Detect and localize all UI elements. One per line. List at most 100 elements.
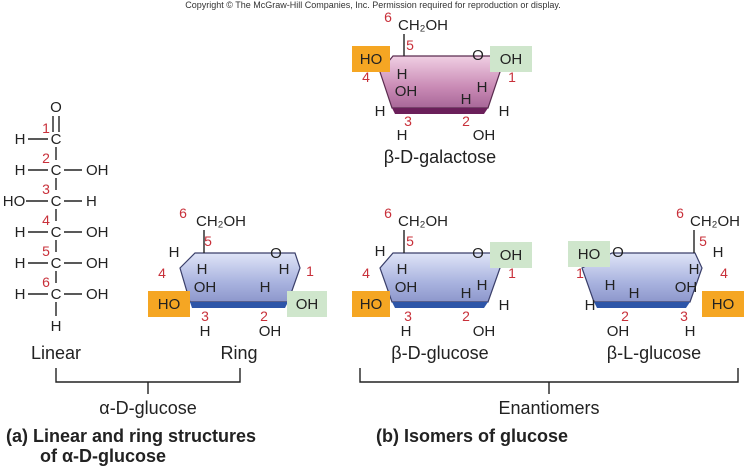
linear-left-3: HO <box>3 193 26 210</box>
svg-text:H: H <box>375 103 386 120</box>
svg-text:4: 4 <box>362 69 370 85</box>
linear-carbon-6: C <box>51 286 62 303</box>
svg-text:H: H <box>461 285 472 302</box>
linear-right-2: OH <box>86 162 109 179</box>
beta-l-glucose-ring: 6 CH₂OH 5 HO O H 1 4 H H OH H HO H 2 3 O… <box>568 205 744 340</box>
linear-left-2: H <box>15 162 26 179</box>
linear-h-1: H <box>15 131 26 148</box>
svg-text:H: H <box>689 261 700 278</box>
svg-text:3: 3 <box>404 308 412 324</box>
galactose-name: β-D-galactose <box>384 147 496 167</box>
linear-right-6: OH <box>86 286 109 303</box>
svg-text:H: H <box>260 279 271 296</box>
alpha-ch2oh: CH₂OH <box>196 213 246 230</box>
svg-text:4: 4 <box>158 265 166 281</box>
svg-text:1: 1 <box>508 265 516 281</box>
svg-text:H: H <box>605 277 616 294</box>
svg-text:2: 2 <box>260 308 268 324</box>
svg-text:CH₂OH: CH₂OH <box>398 17 448 34</box>
linear-carbon-4: C <box>51 224 62 241</box>
linear-carbon-number-3: 3 <box>42 181 50 197</box>
svg-text:H: H <box>477 79 488 96</box>
svg-text:OH: OH <box>194 279 217 296</box>
svg-text:HO: HO <box>712 296 735 313</box>
svg-text:H: H <box>477 277 488 294</box>
svg-text:OH: OH <box>607 323 630 340</box>
bracket-enantiomers <box>359 368 739 394</box>
linear-structure: O 1 H C 2 H C OH 3 HO C H 4 H C OH 5 <box>3 99 109 335</box>
svg-text:OH: OH <box>500 51 523 68</box>
svg-text:6: 6 <box>384 205 392 221</box>
svg-text:3: 3 <box>404 113 412 129</box>
svg-text:H: H <box>279 261 290 278</box>
svg-text:4: 4 <box>362 265 370 281</box>
bracket-alpha <box>55 368 241 394</box>
svg-text:6: 6 <box>676 205 684 221</box>
svg-text:HO: HO <box>360 296 383 313</box>
linear-carbon-number-6: 6 <box>42 274 50 290</box>
linear-carbon-5: C <box>51 255 62 272</box>
linear-bottom-h: H <box>51 318 62 335</box>
ring-label: Ring <box>220 343 257 363</box>
svg-text:OH: OH <box>500 247 523 264</box>
linear-carbon-number-4: 4 <box>42 212 50 228</box>
svg-text:CH₂OH: CH₂OH <box>398 213 448 230</box>
svg-text:OH: OH <box>675 279 698 296</box>
linear-left-5: H <box>15 255 26 272</box>
svg-text:O: O <box>472 245 484 262</box>
svg-text:5: 5 <box>204 233 212 249</box>
svg-text:O: O <box>612 244 624 261</box>
svg-text:H: H <box>629 285 640 302</box>
svg-text:3: 3 <box>201 308 209 324</box>
linear-carbon-number-2: 2 <box>42 150 50 166</box>
svg-text:5: 5 <box>406 37 414 53</box>
caption-a-line2: of α-D-glucose <box>40 446 166 466</box>
beta-l-glucose-label: β-L-glucose <box>607 343 701 363</box>
enantiomers-label: Enantiomers <box>498 398 599 418</box>
linear-right-3: H <box>86 193 97 210</box>
linear-carbon-number-1: 1 <box>42 120 50 136</box>
svg-text:3: 3 <box>680 308 688 324</box>
svg-text:OH: OH <box>473 127 496 144</box>
linear-right-5: OH <box>86 255 109 272</box>
svg-text:H: H <box>401 323 412 340</box>
svg-text:OH: OH <box>296 296 319 313</box>
linear-left-4: H <box>15 224 26 241</box>
svg-text:CH₂OH: CH₂OH <box>690 213 740 230</box>
svg-text:H: H <box>169 244 180 261</box>
svg-text:4: 4 <box>720 265 728 281</box>
svg-text:H: H <box>585 297 596 314</box>
alpha-d-glucose-ring: 6 CH₂OH 5 O 4 1 H H H OH H HO OH 3 2 H O… <box>148 205 327 340</box>
svg-text:HO: HO <box>360 51 383 68</box>
linear-left-6: H <box>15 286 26 303</box>
linear-right-4: OH <box>86 224 109 241</box>
svg-text:OH: OH <box>395 83 418 100</box>
linear-carbon-1: C <box>51 131 62 148</box>
svg-text:H: H <box>685 323 696 340</box>
svg-text:6: 6 <box>179 205 187 221</box>
svg-text:OH: OH <box>473 323 496 340</box>
svg-text:H: H <box>397 127 408 144</box>
linear-carbon-number-5: 5 <box>42 243 50 259</box>
beta-d-glucose-ring: 6 CH₂OH 5 O OH H 4 1 H H OH H HO H 3 2 H… <box>352 205 532 340</box>
svg-text:2: 2 <box>462 113 470 129</box>
svg-text:H: H <box>461 91 472 108</box>
beta-d-galactose-ring: 6 CH₂OH 5 O HO OH 4 1 H OH H H H H 3 2 H… <box>352 9 532 167</box>
svg-text:2: 2 <box>462 308 470 324</box>
svg-text:H: H <box>499 103 510 120</box>
copyright-notice: Copyright © The McGraw-Hill Companies, I… <box>185 0 560 10</box>
svg-text:H: H <box>397 66 408 83</box>
svg-text:5: 5 <box>699 233 707 249</box>
alpha-oh-highlight <box>287 291 327 317</box>
beta-d-glucose-label: β-D-glucose <box>391 343 488 363</box>
alpha-ho-highlight <box>148 291 190 317</box>
svg-text:5: 5 <box>406 233 414 249</box>
linear-top-oxygen: O <box>50 99 62 116</box>
svg-text:OH: OH <box>259 323 282 340</box>
svg-text:HO: HO <box>578 246 601 263</box>
svg-text:O: O <box>472 47 484 64</box>
svg-text:1: 1 <box>508 69 516 85</box>
svg-text:6: 6 <box>384 9 392 25</box>
svg-text:1: 1 <box>306 263 314 279</box>
svg-text:H: H <box>375 243 386 260</box>
